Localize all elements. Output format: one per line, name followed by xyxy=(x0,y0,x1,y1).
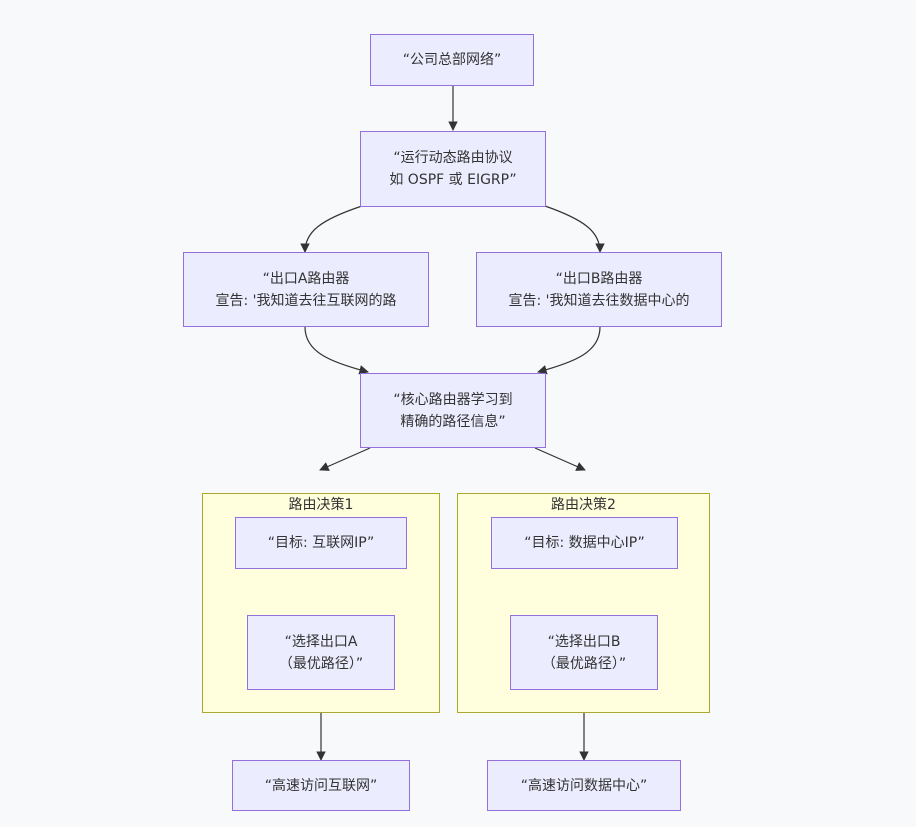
node-choose-a-line1: “选择出口A xyxy=(284,633,358,650)
node-choose-b-line1: “选择出口B xyxy=(547,633,621,650)
node-hq-network[interactable]: “公司总部网络” xyxy=(370,34,534,86)
node-fast-dc-text: “高速访问数据中心” xyxy=(520,777,648,794)
node-router-b-line2: 宣告: '我知道去往数据中心的 xyxy=(508,292,690,309)
node-target-internet[interactable]: “目标: 互联网IP” xyxy=(235,517,407,569)
node-target-datacenter[interactable]: “目标: 数据中心IP” xyxy=(491,517,678,569)
node-target-1-text: “目标: 互联网IP” xyxy=(267,535,375,551)
node-fast-internet[interactable]: “高速访问互联网” xyxy=(232,760,410,811)
node-target-2-text: “目标: 数据中心IP” xyxy=(524,535,645,551)
cluster-title-1: 路由决策1 xyxy=(288,497,354,513)
node-router-a-line1: “出口A路由器 xyxy=(262,270,350,287)
node-dynamic-line1: “运行动态路由协议 xyxy=(393,150,513,166)
edge-router-b-to-core xyxy=(537,326,601,375)
node-router-b-line1: “出口B路由器 xyxy=(555,270,643,287)
edge-core-to-decision-2 xyxy=(534,447,586,471)
node-choose-b-line2: （最优路径）” xyxy=(541,655,627,672)
node-core-line1: “核心路由器学习到 xyxy=(393,391,513,408)
edge-dynamic-to-router-a xyxy=(300,205,363,253)
node-fast-internet-text: “高速访问互联网” xyxy=(264,777,378,794)
edge-core-to-decision-1 xyxy=(319,447,371,471)
cluster-title-2: 路由决策2 xyxy=(551,497,616,513)
node-core-line2: 精确的路径信息” xyxy=(400,413,506,430)
node-choose-exit-a[interactable]: “选择出口A （最优路径）” xyxy=(247,615,395,690)
node-router-b[interactable]: “出口B路由器 宣告: '我知道去往数据中心的 xyxy=(476,252,722,327)
node-fast-datacenter[interactable]: “高速访问数据中心” xyxy=(487,760,681,811)
node-core-router[interactable]: “核心路由器学习到 精确的路径信息” xyxy=(360,373,546,448)
node-dynamic-routing[interactable]: “运行动态路由协议 如 OSPF 或 EIGRP” xyxy=(360,131,546,207)
node-router-a[interactable]: “出口A路由器 宣告: '我知道去往互联网的路 xyxy=(183,252,429,327)
node-dynamic-line2: 如 OSPF 或 EIGRP” xyxy=(389,172,517,188)
node-choose-a-line2: （最优路径）” xyxy=(278,655,364,672)
node-router-a-line2: 宣告: '我知道去往互联网的路 xyxy=(215,292,397,309)
node-choose-exit-b[interactable]: “选择出口B （最优路径）” xyxy=(510,615,658,690)
node-hq-text: “公司总部网络” xyxy=(402,52,502,68)
edge-router-a-to-core xyxy=(304,326,369,375)
edge-dynamic-to-router-b xyxy=(544,205,605,253)
